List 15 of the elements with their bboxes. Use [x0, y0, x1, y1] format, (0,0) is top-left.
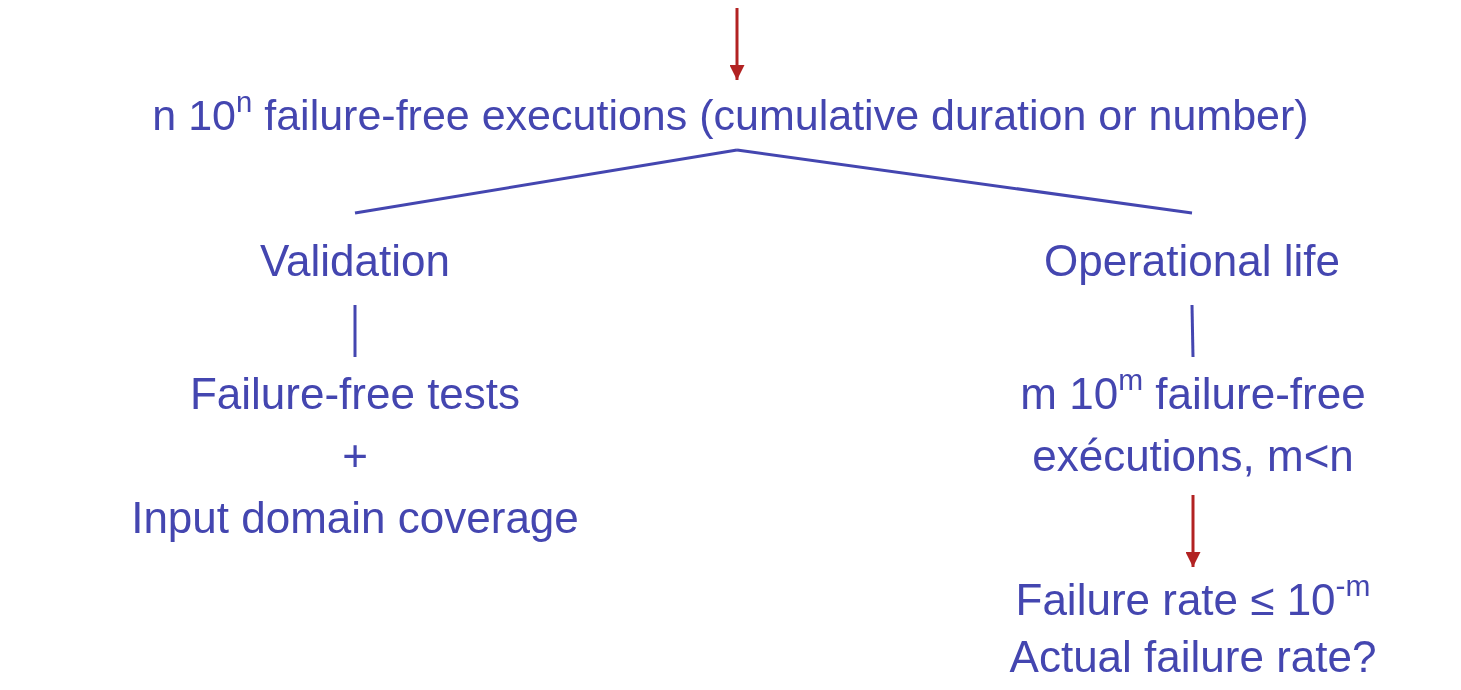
connector-line [736, 148, 1193, 215]
text-label: Failure-free tests [189, 368, 521, 420]
text-label: + [342, 430, 368, 482]
arrow [729, 8, 745, 80]
text-label: Actual failure rate? [1009, 631, 1377, 683]
connector-line [353, 305, 357, 357]
text-label: n 10$^{n}$ failure-free executions (cumulative duration or number) [152, 84, 1309, 141]
text-label: Input domain coverage [131, 492, 579, 544]
text-label: Validation [260, 235, 450, 287]
text-label: Failure rate ≤ 10$^{-m}$ [1015, 571, 1371, 626]
connector-line [354, 148, 738, 215]
connector-line [1190, 304, 1195, 358]
arrow [1185, 495, 1201, 567]
text-label: m 10$^{m}$ failure-free exécutions, m<n [1019, 363, 1367, 482]
text-label: Operational life [1044, 235, 1340, 287]
